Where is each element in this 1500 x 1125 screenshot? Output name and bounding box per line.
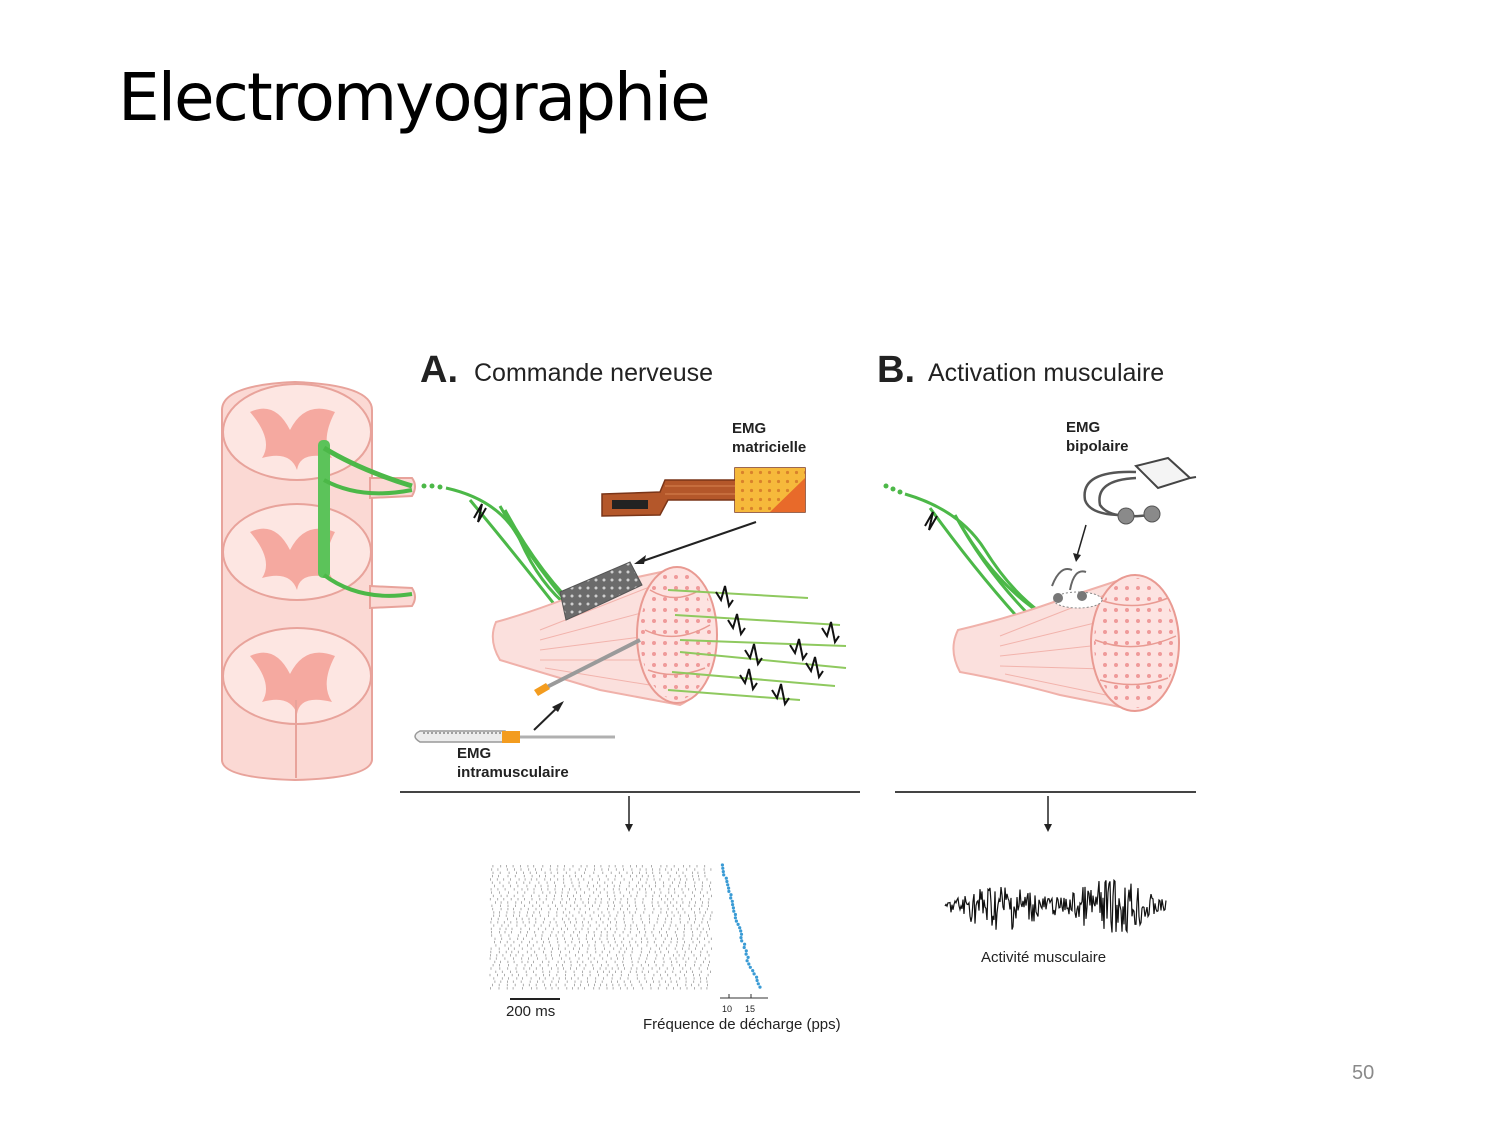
freq-tick-15: 15 [745,1004,755,1014]
emg-matrix-label-1: EMG [732,420,766,437]
emg-intramuscular-electrode [414,730,615,743]
freq-dot [744,949,748,953]
emg-bipolar-electrode [1083,456,1197,525]
freq-dot [731,906,736,910]
emg-matrix-label-2: matricielle [732,439,806,456]
freq-dot [748,965,752,969]
freq-dot [732,909,736,913]
freq-dot [752,972,756,976]
freq-dot [733,912,738,917]
spinal-cord [221,380,416,782]
freq-dot [727,886,731,890]
freq-dot [739,936,743,940]
emg-bipolar-label-1: EMG [1066,419,1100,436]
emg-intramuscular-label-2: intramusculaire [457,764,569,781]
freq-dot [724,876,728,880]
discharge-frequency-plot [720,863,762,989]
freq-axis-label: Fréquence de décharge (pps) [643,1016,841,1033]
freq-dot [722,873,726,877]
freq-dot [729,893,733,897]
panel-b-heading: Activation musculaire [928,359,1164,387]
freq-dot [736,922,740,927]
freq-dot [721,866,725,870]
freq-tick-10: 10 [722,1004,732,1014]
slide-title: Electromyographie [118,59,711,136]
freq-dot [730,899,734,903]
panel-b-letter: B. [877,349,915,391]
freq-dot [733,916,738,920]
panel-b-down-arrow [1044,796,1052,832]
freq-dot [758,985,762,989]
spike-raster-plot [489,865,713,990]
freq-dot [725,879,729,884]
panel-a-nerve [421,483,587,619]
freq-dot [731,903,735,907]
emg-matrix-electrode [601,467,806,517]
freq-dot [755,975,759,979]
freq-dot [727,889,731,894]
panel-b-nerve [883,483,1046,622]
muscle-activity-label: Activité musculaire [981,949,1106,966]
raster-spikes [489,865,713,990]
freq-dot [755,978,759,983]
freq-dot [743,942,747,946]
panel-a-letter: A. [420,349,458,391]
freq-dot [738,926,742,930]
page-number: 50 [1352,1062,1375,1084]
freq-dot [747,962,751,966]
panel-a-heading: Commande nerveuse [474,359,713,387]
muscle-activity-signal [944,878,1167,934]
freq-dot [726,883,730,887]
freq-dot [740,939,744,943]
emg-intramuscular-label-1: EMG [457,745,491,762]
freq-dot [756,982,760,986]
emg-bipolar-label-2: bipolaire [1066,438,1129,455]
freq-dot [751,969,755,973]
freq-dot [729,896,733,900]
freq-axis [720,994,768,999]
freq-dot [744,952,748,956]
panel-a-muscle [491,561,847,707]
freq-dot [745,959,749,963]
panel-b-muscle [952,568,1180,712]
freq-dot [746,955,750,960]
freq-dot [739,929,743,933]
panel-a-down-arrow [625,796,633,832]
freq-dot [739,932,744,936]
freq-dot [742,945,746,950]
freq-dot [734,919,739,923]
scale-bar-label: 200 ms [506,1003,555,1020]
freq-dot [721,870,725,874]
freq-dot [720,863,725,867]
